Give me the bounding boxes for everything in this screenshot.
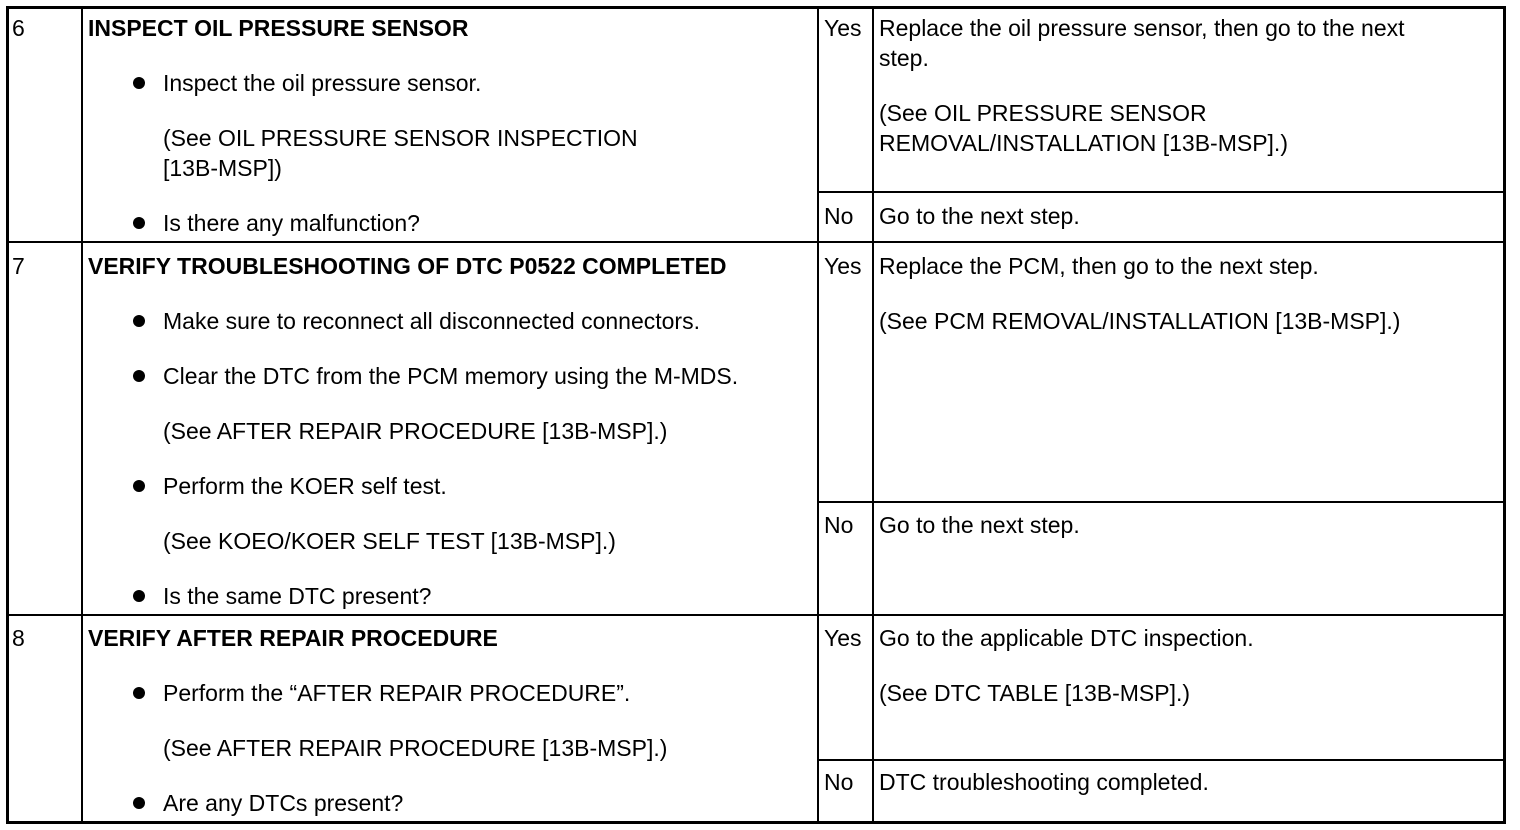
no-action: Go to the next step. <box>879 203 1080 229</box>
reference-text: (See OIL PRESSURE SENSOR INSPECTION <box>163 125 638 151</box>
bullet-icon <box>133 687 145 699</box>
step-title: INSPECT OIL PRESSURE SENSOR <box>88 15 469 41</box>
yes-reference: (See DTC TABLE [13B-MSP].) <box>879 680 1191 706</box>
yes-label: Yes <box>824 15 862 41</box>
yes-action: Replace the PCM, then go to the next ste… <box>879 253 1319 279</box>
check-item: Inspect the oil pressure sensor. <box>163 70 482 96</box>
yes-no-divider <box>818 759 1506 761</box>
yes-reference: REMOVAL/INSTALLATION [13B-MSP].) <box>879 130 1288 156</box>
reference-text: (See KOEO/KOER SELF TEST [13B-MSP].) <box>163 528 616 554</box>
row-divider <box>6 614 1506 616</box>
column-divider <box>817 6 819 824</box>
yes-action: Go to the applicable DTC inspection. <box>879 625 1254 651</box>
no-label: No <box>824 769 854 795</box>
step-title: VERIFY AFTER REPAIR PROCEDURE <box>88 625 498 651</box>
check-item: Are any DTCs present? <box>163 790 404 816</box>
troubleshooting-table <box>6 6 1506 824</box>
no-action: Go to the next step. <box>879 512 1080 538</box>
no-label: No <box>824 512 854 538</box>
column-divider <box>81 6 83 824</box>
check-item: Clear the DTC from the PCM memory using … <box>163 363 739 389</box>
row-divider <box>6 241 1506 243</box>
yes-action: Replace the oil pressure sensor, then go… <box>879 15 1405 41</box>
step-number: 7 <box>12 253 25 279</box>
bullet-icon <box>133 590 145 602</box>
yes-no-divider <box>818 501 1506 503</box>
bullet-icon <box>133 480 145 492</box>
bullet-icon <box>133 315 145 327</box>
yes-no-divider <box>818 191 1506 193</box>
step-number: 8 <box>12 625 25 651</box>
reference-text: (See AFTER REPAIR PROCEDURE [13B-MSP].) <box>163 735 668 761</box>
yes-reference: (See OIL PRESSURE SENSOR <box>879 100 1207 126</box>
check-item: Is there any malfunction? <box>163 210 420 236</box>
no-label: No <box>824 203 854 229</box>
bullet-icon <box>133 77 145 89</box>
column-divider <box>872 6 874 824</box>
step-number: 6 <box>12 15 25 41</box>
reference-text: [13B-MSP]) <box>163 155 282 181</box>
yes-action: step. <box>879 45 929 71</box>
check-item: Perform the “AFTER REPAIR PROCEDURE”. <box>163 680 631 706</box>
check-item: Is the same DTC present? <box>163 583 432 609</box>
no-action: DTC troubleshooting completed. <box>879 769 1209 795</box>
bullet-icon <box>133 217 145 229</box>
bullet-icon <box>133 797 145 809</box>
step-title: VERIFY TROUBLESHOOTING OF DTC P0522 COMP… <box>88 253 727 279</box>
reference-text: (See AFTER REPAIR PROCEDURE [13B-MSP].) <box>163 418 668 444</box>
check-item: Make sure to reconnect all disconnected … <box>163 308 700 334</box>
yes-reference: (See PCM REMOVAL/INSTALLATION [13B-MSP].… <box>879 308 1401 334</box>
bullet-icon <box>133 370 145 382</box>
yes-label: Yes <box>824 625 862 651</box>
yes-label: Yes <box>824 253 862 279</box>
check-item: Perform the KOER self test. <box>163 473 447 499</box>
